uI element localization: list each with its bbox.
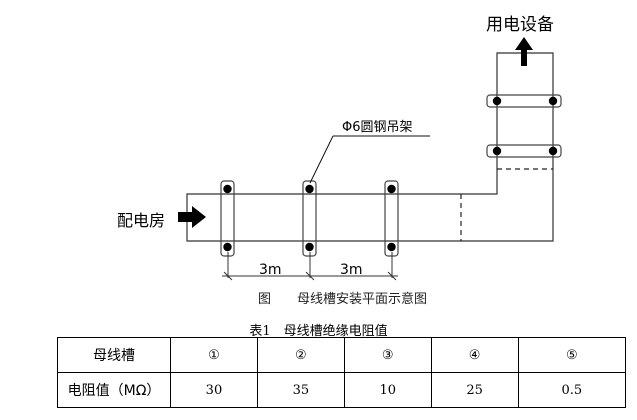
resistance-value: 25 bbox=[430, 372, 519, 408]
column-header: ③ bbox=[343, 337, 432, 373]
resistance-table: 母线槽 ① ② ③ ④ ⑤ 电阻值（MΩ） 30 35 10 25 0.5 bbox=[57, 337, 627, 408]
table-header-row: 母线槽 ① ② ③ ④ ⑤ bbox=[57, 337, 627, 373]
hanger-bracket bbox=[384, 180, 399, 257]
busway-outline bbox=[186, 52, 554, 242]
hanger-bracket bbox=[302, 180, 317, 257]
column-header: ④ bbox=[430, 337, 519, 373]
equipment-label: 用电设备 bbox=[486, 15, 554, 35]
resistance-value: 0.5 bbox=[517, 372, 627, 408]
table-title: 表1 母线槽绝缘电阻值 bbox=[249, 324, 388, 339]
figure-caption: 图 母线槽安装平面示意图 bbox=[258, 288, 427, 307]
figure-prefix: 图 bbox=[258, 292, 272, 307]
dimension-tick bbox=[305, 271, 315, 281]
spacing-label: 3m bbox=[259, 262, 282, 278]
column-header: ② bbox=[256, 337, 345, 373]
column-header: ① bbox=[170, 337, 258, 373]
dimension-tick bbox=[387, 271, 397, 281]
hanger-bracket bbox=[220, 180, 235, 257]
header-label: 母线槽 bbox=[57, 337, 171, 373]
dimension-tick bbox=[223, 271, 233, 281]
row-label: 电阻值（MΩ） bbox=[57, 372, 171, 408]
resistance-value: 35 bbox=[256, 372, 345, 408]
hanger-bracket bbox=[486, 94, 562, 108]
resistance-value: 10 bbox=[343, 372, 432, 408]
table-row: 电阻值（MΩ） 30 35 10 25 0.5 bbox=[57, 372, 627, 408]
leader-line bbox=[309, 135, 334, 184]
spacing-label: 3m bbox=[340, 262, 363, 278]
resistance-value: 30 bbox=[170, 372, 258, 408]
hanger-label: Φ6圆钢吊架 bbox=[342, 120, 413, 135]
arrow-up-icon bbox=[515, 37, 533, 66]
distribution-room-label: 配电房 bbox=[117, 211, 166, 230]
hanger-bracket bbox=[486, 144, 562, 158]
busway-layout-diagram bbox=[178, 37, 562, 281]
column-header: ⑤ bbox=[517, 337, 627, 373]
arrow-right-icon bbox=[178, 206, 206, 228]
figure-caption-text: 母线槽安装平面示意图 bbox=[297, 292, 428, 307]
